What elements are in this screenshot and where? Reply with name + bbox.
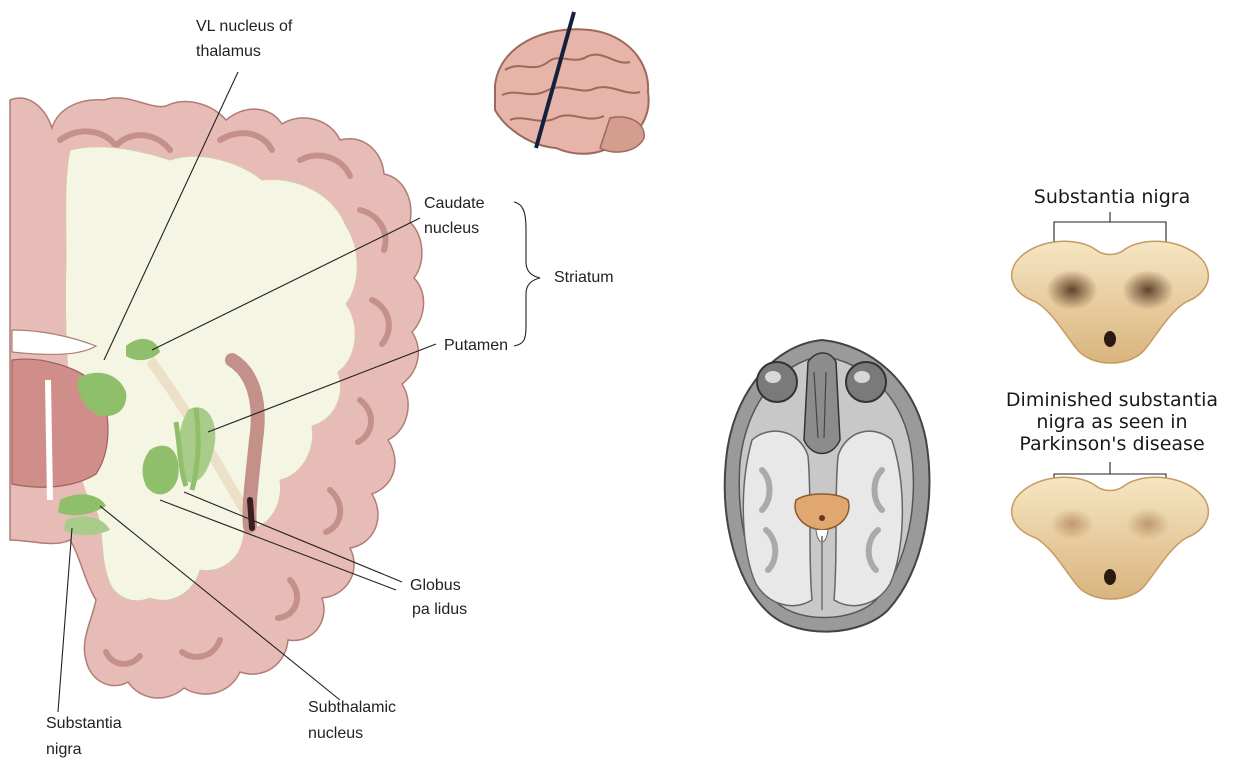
axial-head-section <box>725 340 930 632</box>
label-diminished-line2: nigra as seen in <box>1036 411 1187 433</box>
lateral-brain-thumbnail <box>495 12 649 154</box>
label-substantia-line1: Substantia <box>46 715 122 732</box>
label-subthalamic-line2: nucleus <box>308 725 363 742</box>
label-globus-line2: pa lidus <box>412 601 467 618</box>
label-vl-nucleus-line2: thalamus <box>196 43 261 60</box>
label-caudate-line1: Caudate <box>424 195 485 212</box>
label-diminished-line3: Parkinson's disease <box>1019 433 1204 455</box>
label-vl-nucleus-line1: VL nucleus of <box>196 18 293 35</box>
substantia-nigra-left <box>1046 270 1098 310</box>
label-putamen: Putamen <box>444 337 508 354</box>
coronal-brain-section <box>10 98 424 698</box>
globus-pallidus <box>143 446 179 495</box>
normal-midbrain <box>1012 241 1209 363</box>
label-substantia-nigra-top: Substantia nigra <box>1034 186 1190 208</box>
label-substantia-line2: nigra <box>46 741 82 758</box>
label-globus-line1: Globus <box>410 577 461 594</box>
midbrain-comparison: Substantia nigra Diminished substantia n… <box>1006 186 1218 599</box>
label-striatum: Striatum <box>554 269 614 286</box>
insula-fissure-dark <box>250 500 252 528</box>
parkinson-midbrain <box>1012 477 1209 599</box>
label-caudate-line2: nucleus <box>424 220 479 237</box>
midline <box>48 380 50 500</box>
label-subthalamic-line1: Subthalamic <box>308 699 396 716</box>
label-diminished-line1: Diminished substantia <box>1006 389 1218 411</box>
diminished-nigra-left <box>1050 508 1094 540</box>
diminished-nigra-right <box>1126 508 1170 540</box>
substantia-nigra-right <box>1122 270 1174 310</box>
nasal-structures <box>804 353 840 454</box>
